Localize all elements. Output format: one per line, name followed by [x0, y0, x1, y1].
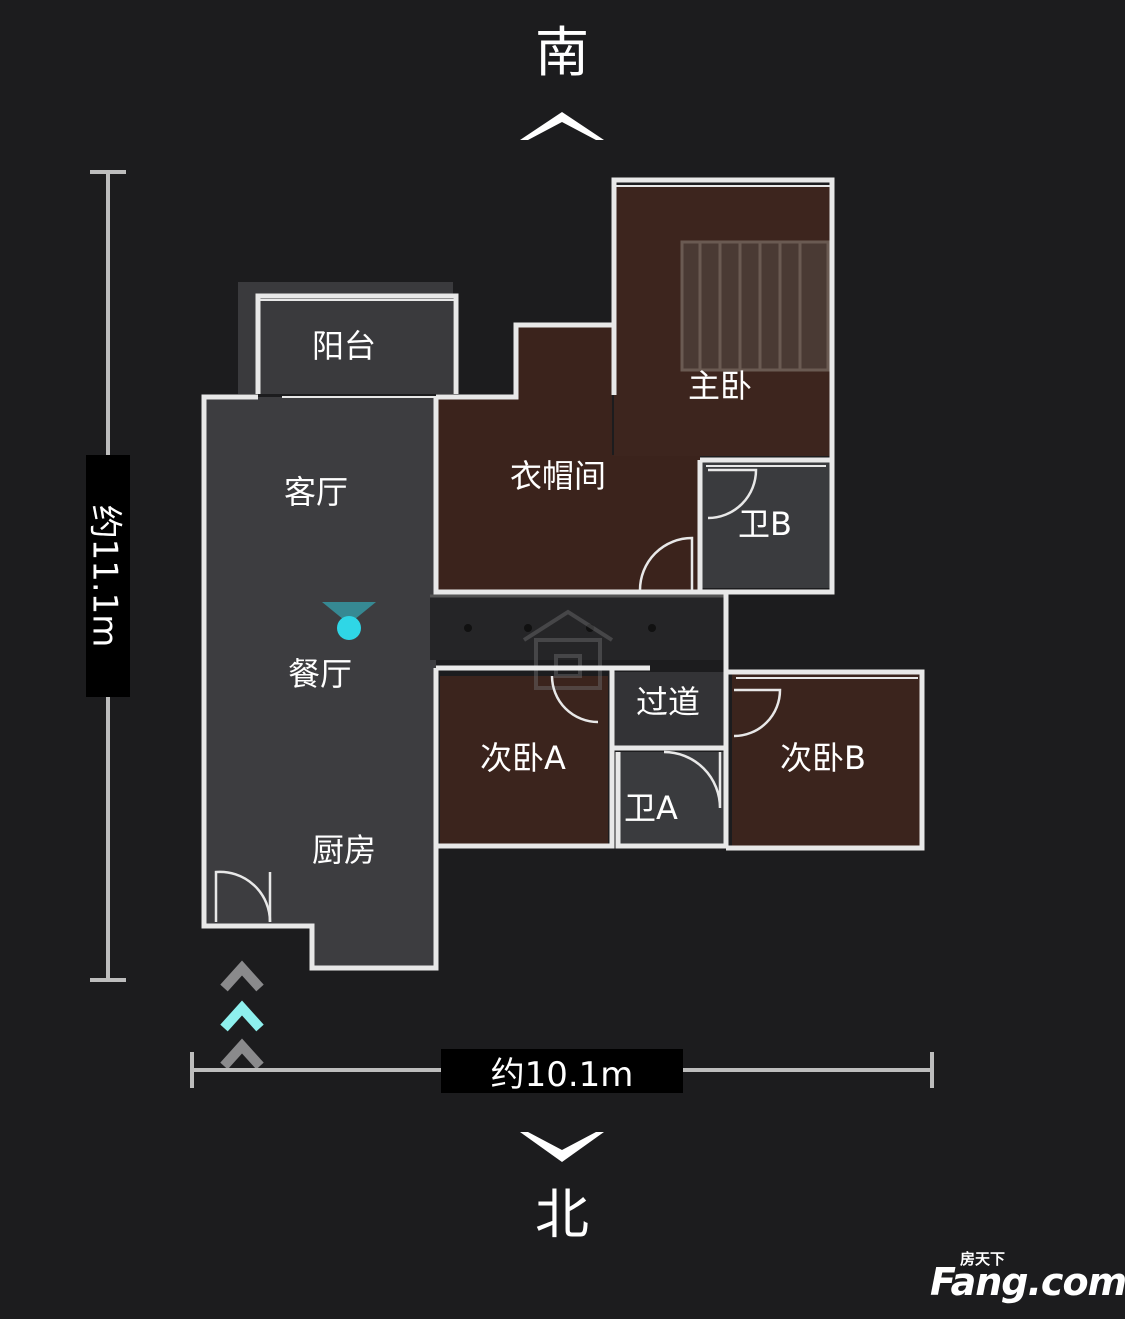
north-arrow-icon	[520, 1132, 604, 1162]
room-floors	[204, 186, 922, 968]
room-label-bedroom-b: 次卧B	[780, 739, 866, 777]
width-dimension-label: 约10.1m	[441, 1049, 683, 1095]
bedroom-a-floor	[440, 676, 608, 844]
fang-logo: 房天下 Fang.com	[930, 1248, 1125, 1308]
room-label-bathroom-a: 卫A	[624, 789, 678, 827]
room-label-dining-room: 餐厅	[288, 655, 353, 693]
viewer-position-marker	[322, 602, 376, 640]
corridor-floor	[430, 596, 726, 660]
bathroom-b-floor	[702, 460, 830, 588]
living-dining-kitchen-floor	[204, 397, 436, 968]
south-label: 南	[535, 21, 589, 84]
bedroom-b-floor	[732, 672, 922, 846]
logo-text-en: Fang.com	[930, 1260, 1125, 1304]
room-label-kitchen: 厨房	[312, 831, 377, 869]
hallway-floor	[614, 672, 724, 750]
walls	[201, 177, 925, 971]
south-arrow-icon	[520, 112, 604, 140]
bed	[680, 240, 830, 372]
height-dimension-label: 约11.1m	[84, 504, 125, 648]
corridor-lights	[464, 624, 656, 632]
room-label-cloakroom: 衣帽间	[510, 457, 607, 495]
room-label-hallway: 过道	[636, 683, 701, 721]
north-label: 北	[535, 1183, 589, 1246]
room-label-balcony: 阳台	[312, 327, 377, 365]
room-label-bedroom-a: 次卧A	[480, 739, 566, 777]
room-label-bathroom-b: 卫B	[738, 505, 792, 543]
room-label-living-room: 客厅	[284, 473, 349, 511]
entrance-arrows-icon	[220, 960, 264, 1070]
cloakroom-floor	[438, 325, 700, 590]
room-label-master-bedroom: 主卧	[688, 367, 753, 405]
logo-text-cn: 房天下	[960, 1250, 1006, 1268]
bathroom-a-floor	[616, 752, 724, 844]
height-dimension-box: 约11.1m	[84, 455, 130, 697]
door-swings	[214, 468, 782, 923]
